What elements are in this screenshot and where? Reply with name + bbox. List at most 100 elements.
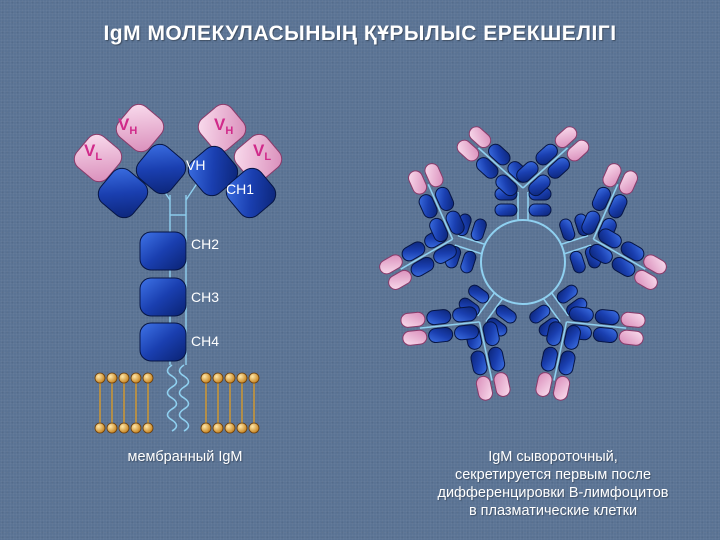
label-vh-right: VH — [214, 115, 233, 137]
ch-domain — [528, 174, 551, 197]
fab-arm — [456, 126, 530, 197]
label-ch2: CH2 — [191, 236, 219, 252]
fc-domain — [470, 218, 487, 242]
ch-domain — [563, 325, 581, 350]
v-domain — [554, 126, 578, 148]
ch-domain — [535, 143, 558, 166]
label-ch1: CH1 — [226, 181, 254, 197]
ch-domain — [454, 324, 479, 341]
ch-domain — [611, 256, 636, 277]
fc-domain — [495, 304, 517, 324]
v-domain — [535, 372, 553, 397]
v-domain — [643, 254, 667, 275]
ch-domain — [568, 306, 594, 323]
vl-domain-left — [73, 133, 123, 183]
v-domain — [618, 329, 644, 346]
v-domain — [402, 329, 428, 346]
vh-domain-right — [197, 103, 247, 153]
serum-igm-pentamer — [379, 126, 667, 401]
v-domain — [620, 311, 646, 328]
ch-domain — [435, 186, 455, 211]
ch-domain — [516, 161, 539, 183]
pentamer-units — [379, 126, 667, 401]
v-domain — [468, 126, 492, 148]
igm-monomer — [456, 126, 590, 220]
fc-domain — [468, 284, 490, 304]
ch1-domain-left — [135, 143, 187, 195]
igm-monomer — [379, 163, 487, 290]
caption-serum-line: IgM сывороточный, — [488, 449, 618, 465]
v-domain — [379, 254, 403, 275]
fab-arm — [408, 163, 465, 243]
label-ch4: CH4 — [191, 333, 219, 349]
ch-domain — [608, 194, 628, 219]
ch-domain — [620, 241, 645, 262]
fc-domain — [460, 250, 477, 274]
fab-arm — [400, 306, 480, 346]
fab-arm — [589, 228, 667, 290]
ch1-domain-right — [187, 145, 239, 197]
cl-domain-right — [225, 167, 277, 219]
ch-domain — [594, 309, 620, 326]
ch-domain — [591, 186, 611, 211]
fc-domain — [528, 203, 552, 217]
v-domain — [566, 139, 590, 162]
transmembrane-helix — [166, 364, 190, 432]
caption-membrane-igm: мембранный IgM — [127, 449, 243, 465]
ch-domain — [488, 346, 506, 372]
label-ch3: CH3 — [191, 289, 219, 305]
igm-monomer — [559, 163, 667, 290]
ch-domain — [401, 241, 426, 262]
fc-domain — [569, 250, 586, 274]
ch4-domain — [139, 322, 187, 362]
v-domain — [553, 375, 571, 401]
caption-serum-igm: IgM сывороточный, секретируется первым п… — [388, 448, 718, 520]
igm-monomer — [529, 284, 646, 401]
ch-domain — [592, 326, 618, 344]
ch-domain — [598, 228, 622, 249]
ch-domain — [547, 157, 570, 179]
ch-domain — [540, 346, 558, 372]
ch-domain — [495, 174, 518, 197]
v-domain — [400, 311, 426, 328]
fab-arm — [535, 321, 581, 401]
ch-domain — [426, 309, 452, 326]
fab-arm-right — [187, 103, 283, 219]
v-domain — [475, 375, 493, 401]
label-vl-right: VL — [253, 141, 271, 163]
ch-domain — [470, 350, 488, 376]
j-chain-ring — [480, 219, 566, 305]
ch-domain — [558, 350, 576, 376]
fab-arm-left — [73, 103, 187, 219]
ch-domain — [581, 210, 601, 235]
v-domain — [424, 163, 444, 188]
v-domain — [408, 170, 428, 195]
ch-domain — [429, 217, 449, 243]
v-domain — [456, 139, 480, 162]
ch-domain — [546, 321, 564, 347]
ch-domain — [433, 243, 457, 264]
fab-arm — [516, 126, 590, 197]
fab-arm — [581, 163, 638, 243]
v-domain — [602, 163, 622, 188]
fc-domain — [556, 284, 578, 304]
caption-serum-line: секретируется первым после — [454, 467, 652, 483]
lipid-bilayer-right — [200, 372, 260, 434]
fc-domain — [494, 203, 518, 217]
caption-serum-line: в плазматические клетки — [468, 503, 638, 519]
membrane-igm: VH VH VL VL VH CH1 CH2 CH3 CH4 — [73, 103, 283, 434]
ch-domain — [428, 326, 454, 344]
label-vl-left: VL — [84, 141, 102, 163]
ch-domain — [589, 243, 613, 264]
v-domain — [493, 372, 511, 397]
ch-domain — [452, 306, 478, 323]
ch-domain — [488, 143, 511, 166]
slide-title: IgM МОЛЕКУЛАСЫНЫҢ ҚҰРЫЛЫС ЕРЕКШЕЛІГІ — [103, 22, 617, 45]
vh-domain-left — [115, 103, 165, 153]
v-domain — [388, 269, 412, 290]
ch-domain — [476, 157, 499, 179]
cl-domain-left — [97, 167, 149, 219]
v-domain — [634, 269, 658, 290]
ch-domain — [410, 256, 435, 277]
